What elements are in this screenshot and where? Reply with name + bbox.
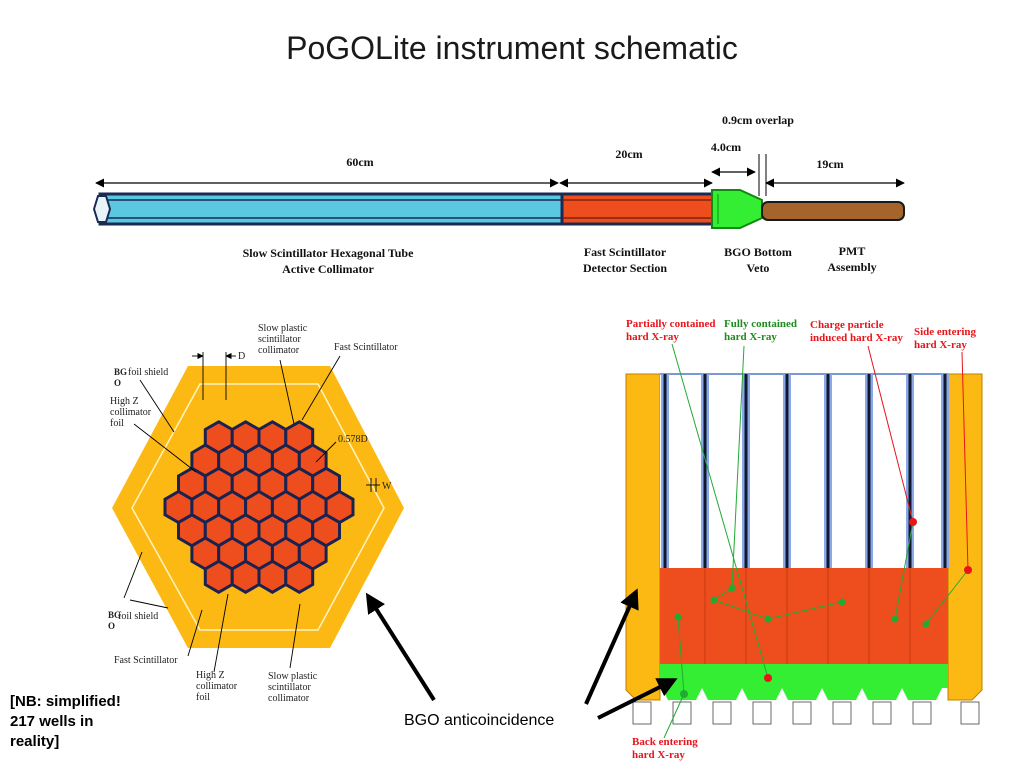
label-fast-bottom: Fast Scintillator [114,655,178,666]
bgo-bottom-region [660,664,948,688]
hex-well [230,559,261,595]
tube-end-hex [92,195,112,223]
pmt [832,701,852,725]
collimator-foil [943,374,947,568]
hex-well [257,559,288,595]
label-ratio: 0.578D [338,434,368,445]
page-title: PoGOLite instrument schematic [286,30,738,66]
pmt [752,701,772,725]
bgo-foot [862,688,902,700]
dim-20cm: 20cm [615,147,643,161]
dimension-arrows [95,154,905,196]
label-d: D [238,351,246,362]
right-side-shield [947,373,983,701]
pmt [792,701,812,725]
collimator-foil [826,374,830,568]
fast-section [560,192,716,226]
hex-wells-grid [163,420,355,595]
collimator-foil [785,374,789,568]
collimator-foil [744,374,748,568]
fast-dividers [704,568,911,664]
label-bgo-anticoincidence: BGO anticoincidence [404,712,555,729]
pmt-section [761,201,905,221]
hex-pointer-arrow [365,592,436,702]
dim-4cm: 4.0cm [710,140,742,154]
label-fast-top: Fast Scintillator [334,342,398,353]
pmt [632,701,652,725]
bgo-veto-section [711,189,763,229]
bgo-bottom-arrow [597,678,678,720]
collimator-walls [661,374,949,568]
detector-tube [92,189,905,229]
pmt-row [632,688,980,725]
dim-19cm: 19cm [816,157,844,171]
label-foil-shield-top: foil shield [128,367,169,378]
hex-cross-section [112,366,404,648]
pmt [912,701,932,725]
fast-scintillator-region [660,568,948,664]
left-side-shield [625,373,661,701]
collimator-foil [703,374,707,568]
hex-well [284,559,315,595]
hex-leader-lines [123,352,380,673]
bgo-foot [742,688,782,700]
slow-section [98,192,564,226]
label-foil-shield-bottom: foil shield [118,611,159,622]
pmt [960,701,980,725]
collimator-foil [867,374,871,568]
pmt [872,701,892,725]
bgo-side-arrow [584,588,639,705]
bgo-foot [902,688,942,700]
collimator-foil [908,374,912,568]
hex-well [203,559,234,595]
bgo-foot [822,688,862,700]
dim-60cm: 60cm [346,155,374,169]
collimator-foil [663,374,667,568]
detector-side-view [625,373,983,725]
event-tracks [663,343,972,739]
pmt [712,701,732,725]
bgo-foot [782,688,822,700]
bgo-shield-inner-line [131,383,385,631]
bgo-foot [702,688,742,700]
label-w: W [382,481,392,492]
dim-overlap: 0.9cm overlap [722,113,794,127]
